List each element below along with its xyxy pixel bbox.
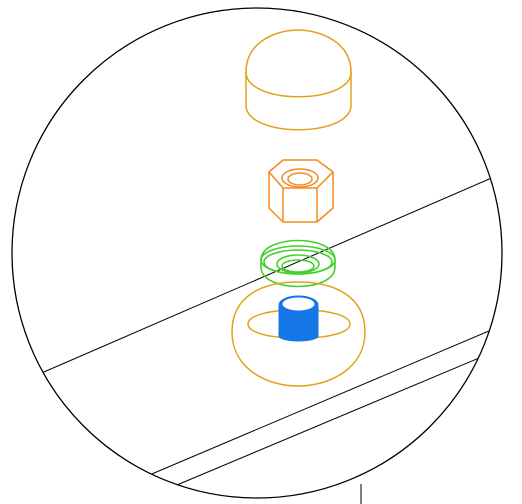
- nut-sides: [269, 172, 333, 222]
- lower-beam-edge-2: [165, 345, 510, 490]
- washer-hole: [277, 255, 319, 273]
- bolt-shank-bottom: [279, 331, 318, 341]
- washer-hole-inner: [282, 260, 314, 272]
- hex-nut-icon: [269, 160, 333, 222]
- dome-socket-icon: [232, 282, 365, 386]
- cap-dome: [246, 30, 351, 72]
- beam-lines: [30, 170, 510, 490]
- bolt-top-face: [282, 297, 315, 311]
- nut-hole-outer: [282, 169, 318, 187]
- nut-hole-inner: [288, 173, 312, 185]
- cap-top-ellipse: [246, 72, 351, 97]
- bolt-stud-icon: [279, 296, 318, 341]
- washer-body: [261, 241, 335, 287]
- socket-opening: [248, 310, 350, 339]
- nut-top-face: [269, 160, 333, 188]
- socket-dome: [232, 282, 365, 386]
- upper-beam-edge: [30, 170, 510, 378]
- lower-beam-edge-1: [140, 322, 510, 479]
- washer-rim: [264, 250, 332, 274]
- washer-icon: [261, 241, 335, 287]
- cap-bottom-rim: [246, 105, 351, 130]
- detail-circle: [12, 8, 502, 498]
- dome-cap-icon: [246, 30, 351, 130]
